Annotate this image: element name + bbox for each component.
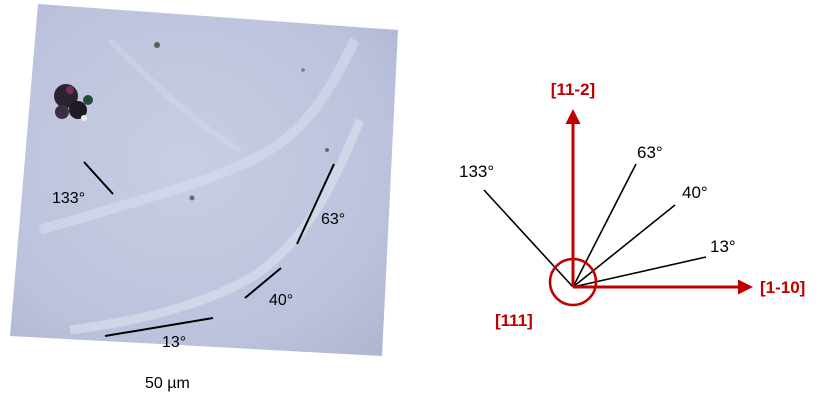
scale-bar-label: 50 µm [145, 375, 190, 392]
debris-dot [325, 148, 329, 152]
axis-label-right: [1-10] [760, 278, 805, 297]
direction-line-133 [484, 190, 573, 287]
micrograph: 133° 63° 40° 13° 50 µm [10, 4, 398, 392]
axis-label-normal: [111] [495, 311, 533, 330]
debris-dot [301, 68, 305, 72]
orientation-diagram: [11-2] [1-10] [111] 133° 63° 40° 13° [459, 80, 805, 330]
micro-angle-label-133: 133° [52, 190, 85, 207]
diagram-angle-label-63: 63° [637, 143, 663, 162]
axis-label-up: [11-2] [551, 80, 595, 99]
debris-dot [190, 196, 195, 201]
micro-angle-label-13: 13° [162, 334, 186, 351]
diagram-angle-label-13: 13° [710, 237, 736, 256]
direction-line-63 [573, 164, 636, 287]
debris-dot [154, 42, 160, 48]
diagram-angle-label-40: 40° [682, 183, 708, 202]
micro-angle-label-63: 63° [321, 211, 345, 228]
diagram-angle-label-133: 133° [459, 162, 494, 181]
micro-angle-label-40: 40° [269, 292, 293, 309]
